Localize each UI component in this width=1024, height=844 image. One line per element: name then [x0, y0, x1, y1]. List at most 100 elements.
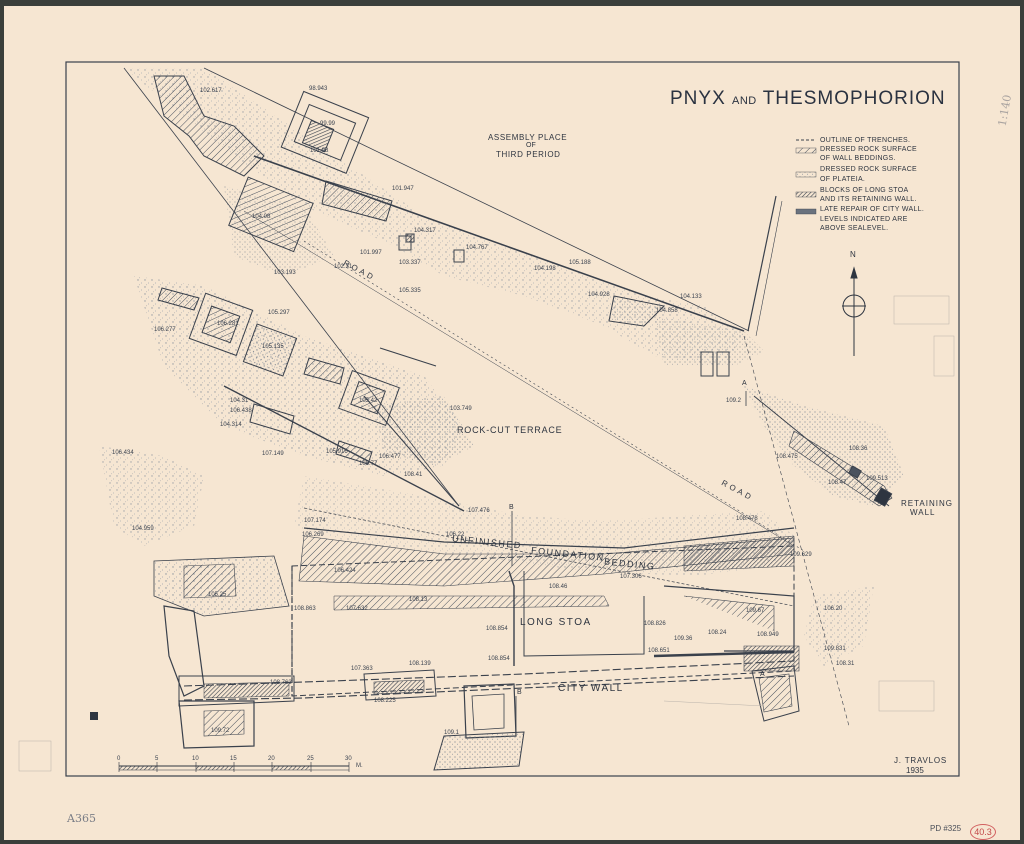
- spot-height: 105.25: [208, 592, 227, 598]
- legend-line: OF PLATEIA.: [820, 176, 866, 183]
- spot-height: 101.947: [392, 186, 414, 192]
- spot-height: 105.77: [359, 461, 378, 467]
- spot-height: 104.767: [466, 245, 488, 251]
- label-retaining-2: WALL: [910, 508, 936, 517]
- marker-square: [90, 712, 98, 720]
- spot-height: 108.854: [486, 626, 508, 632]
- long-stoa: [291, 545, 800, 697]
- scale-tick-label: 5: [155, 756, 159, 762]
- label-long-stoa: LONG STOA: [520, 617, 592, 628]
- label-city-wall: CITY WALL: [558, 683, 624, 694]
- terrace-structures: [157, 287, 460, 507]
- spot-height: 101.997: [360, 250, 382, 256]
- scale-tick-label: 20: [268, 756, 275, 762]
- spot-height: 108.478: [736, 516, 758, 522]
- spot-height: 109.629: [790, 552, 812, 558]
- scale-tick-label: 25: [307, 756, 314, 762]
- spot-height: 107.306: [620, 574, 642, 580]
- spot-height: 109.1: [444, 730, 460, 736]
- spot-height: 108.139: [409, 661, 431, 667]
- spot-height: 104.858: [656, 308, 678, 314]
- scale-tick-label: 10: [192, 756, 199, 762]
- label-retaining-1: RETAINING: [901, 499, 953, 508]
- spot-height: 104.959: [132, 526, 154, 532]
- scale-tick-label: 30: [345, 756, 352, 762]
- spot-height: 102.617: [200, 88, 222, 94]
- spot-height: 99.99: [320, 121, 336, 127]
- spot-height: 105.297: [268, 310, 290, 316]
- legend-line: LEVELS INDICATED ARE: [820, 216, 908, 223]
- spot-height: 106.424: [334, 568, 356, 574]
- margin-note-left: A365: [67, 812, 96, 825]
- spot-height: 109.36: [674, 636, 693, 642]
- spot-height: 104.198: [534, 266, 556, 272]
- spot-height: 106.281: [217, 321, 239, 327]
- spot-height: 107.632: [346, 606, 368, 612]
- spot-height: 108.24: [708, 630, 727, 636]
- label-rock-cut-terrace: ROCK-CUT TERRACE: [457, 425, 563, 435]
- scale-bar: [118, 762, 350, 772]
- spot-height: 106.438: [230, 408, 252, 414]
- legend-line: ABOVE SEALEVEL.: [820, 225, 889, 232]
- scale-tick-label: 0: [117, 756, 121, 762]
- spot-height: 108.854: [488, 656, 510, 662]
- spot-height: 106.477: [379, 454, 401, 460]
- legend-line: BLOCKS OF LONG STOA: [820, 187, 909, 194]
- spot-height: 101.98: [310, 148, 329, 154]
- section-b-lower: B: [517, 689, 522, 696]
- map-title: PNYX AND THESMOPHORION: [670, 88, 946, 110]
- scale-unit: M.: [356, 763, 363, 769]
- spot-height: 105.916: [326, 449, 348, 455]
- legend-line: DRESSED ROCK SURFACE: [820, 146, 918, 153]
- spot-height: 108.651: [648, 648, 670, 654]
- north-arrow: [842, 266, 866, 356]
- spot-height: 109.831: [824, 646, 846, 652]
- spot-height: 108.13: [409, 597, 428, 603]
- spot-height: 105.188: [569, 260, 591, 266]
- spot-height: 107.149: [262, 451, 284, 457]
- spot-height: 105.335: [399, 288, 421, 294]
- catalogue-stamp: 40.3: [970, 824, 996, 840]
- spot-height: 104.314: [220, 422, 242, 428]
- spot-height: 104.133: [680, 294, 702, 300]
- west-complex: [153, 555, 295, 749]
- scale-tick-label: 15: [230, 756, 237, 762]
- legend-line: DRESSED ROCK SURFACE: [820, 166, 918, 173]
- author-signature: J. TRAVLOS: [894, 756, 948, 765]
- margin-note-right: PD #325: [930, 824, 962, 833]
- spot-height: 108.763: [270, 680, 292, 686]
- spot-height: 105.42: [359, 398, 378, 404]
- spot-height: 106.269: [302, 532, 324, 538]
- assembly-boundary: [747, 195, 783, 337]
- spot-height: 108.36: [849, 446, 868, 452]
- upper-structures: [153, 75, 465, 263]
- legend-swatches: [795, 139, 817, 215]
- spot-height: 106.434: [112, 450, 134, 456]
- signature-year: 1935: [906, 766, 924, 775]
- site-plan: [18, 61, 960, 777]
- spot-height: 106.20: [824, 606, 843, 612]
- title-connector: AND: [732, 95, 757, 107]
- spot-height: 108.225: [374, 698, 396, 704]
- title-part-1: PNYX: [670, 88, 726, 109]
- legend-line: OUTLINE OF TRENCHES.: [820, 137, 911, 144]
- section-lines: [511, 391, 747, 736]
- spot-height: 104.317: [414, 228, 436, 234]
- pencil-sketches: [18, 295, 955, 772]
- spot-height: 104.08: [252, 214, 271, 220]
- spot-height: 104.928: [588, 292, 610, 298]
- spot-height: 108.826: [644, 621, 666, 627]
- label-assembly-2: OF: [526, 142, 536, 149]
- spot-height: 102.31: [334, 264, 353, 270]
- spot-height: 109.2: [726, 398, 742, 404]
- east-rooms: [608, 295, 730, 377]
- spot-height: 108.475: [776, 454, 798, 460]
- section-a-upper: A: [742, 380, 747, 387]
- spot-height: 104.31: [230, 398, 249, 404]
- north-label: N: [850, 250, 856, 259]
- spot-height: 108.31: [836, 661, 855, 667]
- map-frame: [65, 61, 960, 777]
- map-sheet: PNYX AND THESMOPHORION OUTLINE OF TRENCH…: [4, 6, 1020, 840]
- spot-height: 103.749: [450, 406, 472, 412]
- spot-height: 107.363: [351, 666, 373, 672]
